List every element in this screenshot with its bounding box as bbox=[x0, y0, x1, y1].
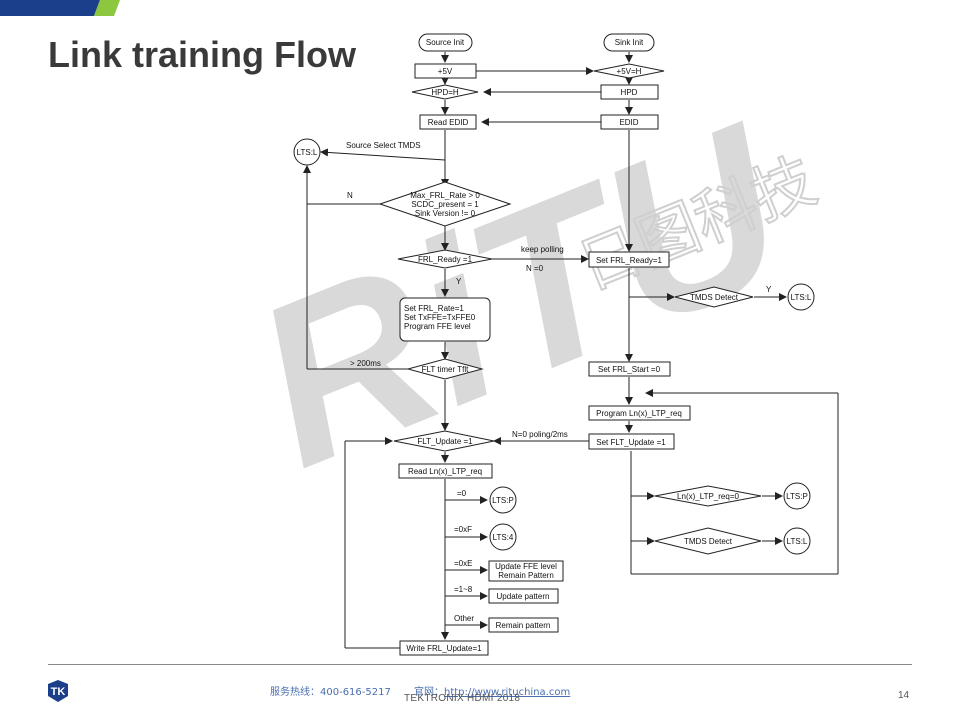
svg-text:Ln(x)_LTP_req=0: Ln(x)_LTP_req=0 bbox=[677, 492, 739, 501]
read-ltp-box: Read Ln(x)_LTP_req bbox=[398, 463, 493, 479]
svg-text:+5V: +5V bbox=[438, 67, 453, 76]
lts-p-terminal-2: LTS:P bbox=[783, 482, 811, 510]
svg-text:+5V=H: +5V=H bbox=[617, 67, 642, 76]
page-title: Link training Flow bbox=[48, 34, 356, 75]
footer-center-text: TEKTRONIX HDMI 2018 bbox=[404, 693, 521, 704]
svg-text:LTS:P: LTS:P bbox=[786, 492, 808, 501]
svg-text:Set FLT_Update =1: Set FLT_Update =1 bbox=[596, 438, 666, 447]
website-label: 官网： bbox=[414, 687, 444, 698]
set-frl-start-box: Set FRL_Start =0 bbox=[588, 361, 671, 377]
svg-text:Sink Version != 0: Sink Version != 0 bbox=[415, 209, 476, 218]
svg-text:LTS:L: LTS:L bbox=[297, 148, 318, 157]
keep-polling-label: keep polling bbox=[521, 245, 564, 254]
hpd-box: HPD bbox=[600, 84, 659, 100]
svg-text:FRL_Ready =1: FRL_Ready =1 bbox=[418, 255, 473, 264]
edid-box: EDID bbox=[600, 114, 659, 130]
svg-text:Set FRL_Rate=1: Set FRL_Rate=1 bbox=[404, 304, 464, 313]
program-ltp-box: Program Ln(x)_LTP_req bbox=[588, 405, 691, 421]
svg-text:Remain pattern: Remain pattern bbox=[496, 621, 551, 630]
ltp-req0-decision: Ln(x)_LTP_req=0 bbox=[654, 485, 762, 507]
flt-update-decision: FLT_Update =1 bbox=[393, 430, 495, 452]
svg-text:LTS:4: LTS:4 bbox=[493, 533, 514, 542]
svg-text:FLT timer Tflt: FLT timer Tflt bbox=[422, 365, 469, 374]
eq1-8-label: =1~8 bbox=[454, 585, 473, 594]
sink-init-label: Sink Init bbox=[615, 38, 644, 47]
svg-text:LTS:L: LTS:L bbox=[791, 293, 812, 302]
set-flt-update-box: Set FLT_Update =1 bbox=[588, 433, 675, 450]
frl-ready-decision: FRL_Ready =1 bbox=[397, 249, 493, 269]
tmds-detect-decision-2: TMDS Detect bbox=[654, 527, 762, 555]
footer-website: 官网：http://www.rituchina.com bbox=[414, 683, 570, 698]
lts-l-terminal-3: LTS:L bbox=[783, 527, 811, 555]
svg-text:LTS:L: LTS:L bbox=[787, 537, 808, 546]
set-frl-rate-box: Set FRL_Rate=1 Set TxFFE=TxFFE0 Program … bbox=[399, 297, 491, 342]
set-frl-ready-box: Set FRL_Ready=1 bbox=[588, 251, 670, 268]
svg-text:Read Ln(x)_LTP_req: Read Ln(x)_LTP_req bbox=[408, 467, 482, 476]
svg-text:Set FRL_Ready=1: Set FRL_Ready=1 bbox=[596, 256, 663, 265]
lts-4-terminal: LTS:4 bbox=[489, 523, 517, 551]
y-branch-label-2: Y bbox=[766, 285, 772, 294]
write-flt-update-box: Write FRL_Update=1 bbox=[399, 640, 489, 656]
read-edid-box: Read EDID bbox=[419, 114, 477, 130]
update-pattern-box: Update pattern bbox=[488, 588, 559, 604]
svg-text:HPD=H: HPD=H bbox=[431, 88, 459, 97]
svg-text:LTS:P: LTS:P bbox=[492, 496, 514, 505]
plus5v-h-decision: +5V=H bbox=[593, 63, 665, 79]
svg-text:Max_FRL_Rate > 0: Max_FRL_Rate > 0 bbox=[410, 191, 480, 200]
svg-text:Read EDID: Read EDID bbox=[428, 118, 469, 127]
top-accent-bar bbox=[0, 0, 120, 16]
page-number: 14 bbox=[898, 690, 910, 701]
capability-decision: Max_FRL_Rate > 0 SCDC_present = 1 Sink V… bbox=[378, 181, 512, 227]
n-branch-label: N bbox=[347, 191, 353, 200]
plus5v-box: +5V bbox=[414, 63, 477, 79]
eq0xf-label: =0xF bbox=[454, 525, 472, 534]
tektronix-logo: TK bbox=[48, 680, 68, 702]
svg-text:Write FRL_Update=1: Write FRL_Update=1 bbox=[406, 644, 482, 653]
svg-text:Update FFE level: Update FFE level bbox=[495, 562, 557, 571]
svg-text:TMDS Detect: TMDS Detect bbox=[684, 537, 733, 546]
footer-hotline: 服务热线：400-616-5217 bbox=[270, 687, 391, 698]
lts-p-terminal-1: LTS:P bbox=[489, 486, 517, 514]
svg-text:FLT_Update =1: FLT_Update =1 bbox=[417, 437, 473, 446]
y-branch-label: Y bbox=[456, 277, 462, 286]
svg-text:TMDS Detect: TMDS Detect bbox=[690, 293, 739, 302]
n0-polling-label: N=0 poling/2ms bbox=[512, 430, 568, 439]
svg-text:EDID: EDID bbox=[619, 118, 638, 127]
other-label: Other bbox=[454, 614, 474, 623]
n0-label: N =0 bbox=[526, 264, 544, 273]
svg-text:HPD: HPD bbox=[621, 88, 638, 97]
svg-text:Set FRL_Start =0: Set FRL_Start =0 bbox=[598, 365, 661, 374]
lts-l-terminal-2: LTS:L bbox=[787, 283, 815, 311]
eq0-label: =0 bbox=[457, 489, 467, 498]
footer-divider bbox=[48, 664, 912, 665]
sink-init-node: Sink Init bbox=[603, 33, 655, 52]
lts-l-terminal-1: LTS:L bbox=[293, 138, 321, 166]
svg-text:Program Ln(x)_LTP_req: Program Ln(x)_LTP_req bbox=[596, 409, 682, 418]
website-link[interactable]: http://www.rituchina.com bbox=[444, 687, 571, 698]
source-init-label: Source Init bbox=[426, 38, 465, 47]
svg-text:Program FFE level: Program FFE level bbox=[404, 322, 471, 331]
svg-text:Remain Pattern: Remain Pattern bbox=[498, 571, 554, 580]
svg-text:Update pattern: Update pattern bbox=[497, 592, 550, 601]
gt200ms-label: > 200ms bbox=[350, 359, 381, 368]
update-ffe-box: Update FFE level Remain Pattern bbox=[488, 560, 564, 582]
svg-text:Set TxFFE=TxFFE0: Set TxFFE=TxFFE0 bbox=[404, 313, 476, 322]
remain-pattern-box: Remain pattern bbox=[488, 617, 559, 633]
flt-timer-decision: FLT timer Tflt bbox=[406, 358, 484, 380]
tmds-detect-decision-1: TMDS Detect bbox=[674, 286, 754, 308]
eq0xe-label: =0xE bbox=[454, 559, 472, 568]
source-init-node: Source Init bbox=[418, 33, 473, 52]
svg-text:SCDC_present = 1: SCDC_present = 1 bbox=[411, 200, 479, 209]
source-select-label: Source Select TMDS bbox=[346, 141, 421, 150]
svg-text:TK: TK bbox=[51, 686, 66, 698]
hpd-h-decision: HPD=H bbox=[411, 84, 479, 100]
